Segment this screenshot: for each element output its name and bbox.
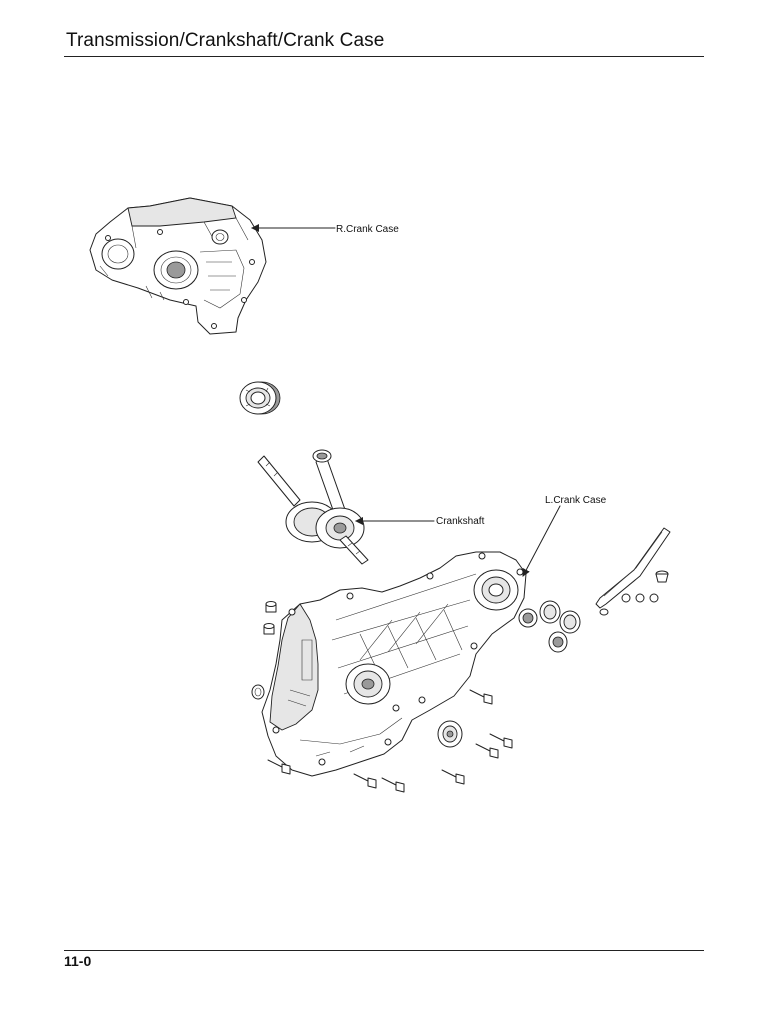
header-divider (64, 56, 704, 57)
crankshaft-bearing-illustration (239, 381, 281, 415)
bolts-illustration (267, 689, 513, 793)
bolt (489, 733, 513, 749)
l-crank-case-callout: L.Crank Case (522, 495, 607, 577)
right-crank-case-illustration (89, 197, 267, 335)
bearings-and-seals-illustration (437, 600, 581, 748)
r-crank-case-label: R.Crank Case (336, 224, 399, 235)
page-number: 11-0 (64, 953, 92, 969)
crankshaft-illustration (257, 449, 369, 565)
bolt (353, 773, 377, 789)
page-title: Transmission/Crankshaft/Crank Case (66, 30, 385, 51)
r-crank-case-callout: R.Crank Case (251, 224, 399, 235)
bolt (267, 759, 291, 775)
oil-seal-small-illustration (251, 684, 265, 700)
l-crank-case-leader-line (522, 505, 561, 577)
bolt (475, 743, 499, 759)
bolt (469, 689, 493, 705)
breather-hose-illustration (595, 527, 671, 616)
bolt (441, 769, 465, 785)
crankshaft-callout: Crankshaft (355, 516, 485, 527)
crankshaft-label: Crankshaft (436, 516, 485, 527)
bolt (381, 777, 405, 793)
l-crank-case-label: L.Crank Case (545, 495, 607, 506)
left-crank-case-illustration (261, 551, 527, 777)
footer-divider (64, 950, 704, 951)
dowel-pins-illustration (263, 601, 277, 635)
